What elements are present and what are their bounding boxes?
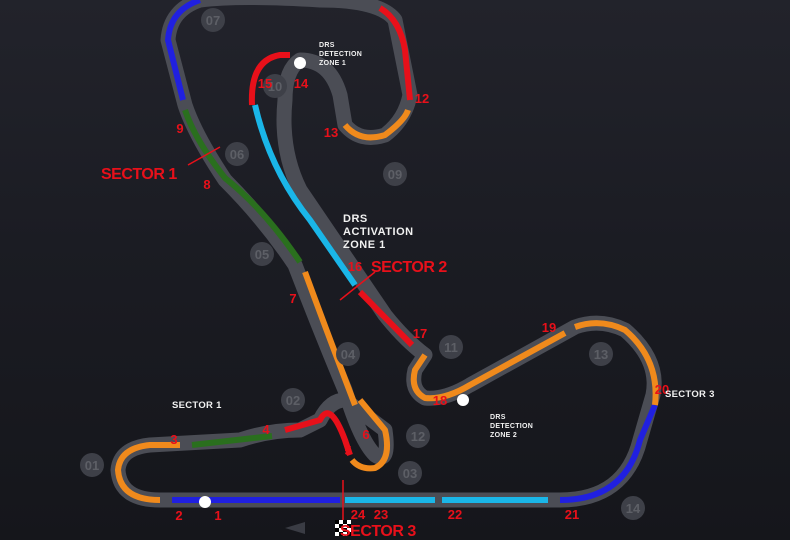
turn-7: 7 [289,291,296,306]
grey-markers: 01 02 03 04 05 06 07 09 10 11 12 13 14 [80,8,645,520]
drs-detection-dot-2 [457,394,469,406]
track-outline-main [110,0,662,508]
segment-t16-red [357,289,415,348]
track-outline [110,0,662,508]
marker-06: 06 [225,142,249,166]
segment-t4-red [284,410,353,456]
segment-t13-orange [342,108,411,141]
turn-4: 4 [262,422,270,437]
svg-text:05: 05 [255,247,269,262]
svg-text:ZONE 2: ZONE 2 [490,432,517,439]
segment-t1-orange [115,442,180,503]
marker-02: 02 [281,388,305,412]
svg-text:01: 01 [85,458,99,473]
turn-6: 6 [362,427,369,442]
svg-text:14: 14 [626,501,641,516]
marker-13: 13 [589,342,613,366]
turn-23: 23 [374,507,388,522]
direction-arrow-icon [285,522,305,534]
sector3-small-label: SECTOR 3 [665,389,715,400]
drs-detection-dot-1 [294,57,306,69]
segment-t7-orange [302,270,358,407]
turn-5: 5 [344,443,351,458]
marker-10: 10 [263,74,287,98]
segment-sector3-orange [573,320,659,406]
marker-04: 04 [336,342,360,366]
svg-text:06: 06 [230,147,244,162]
svg-text:04: 04 [341,347,356,362]
turn-labels: 1 2 3 4 5 6 7 8 9 12 13 14 15 16 17 18 1… [170,76,669,523]
turn-14: 14 [294,76,309,91]
sector3-label: SECTOR 3 [340,523,416,540]
svg-text:10: 10 [268,79,282,94]
sector2-label: SECTOR 2 [371,259,447,276]
segment-t3-green [191,433,273,448]
turn-1: 1 [214,508,221,523]
svg-text:02: 02 [286,393,300,408]
marker-07: 07 [201,8,225,32]
turn-15: 15 [258,76,272,91]
svg-text:11: 11 [444,340,458,355]
drs-detection-zone-1-label: DRS DETECTION ZONE 1 [319,42,362,67]
sector2-divider [339,271,376,301]
svg-text:DRS: DRS [490,414,506,421]
turn-18: 18 [433,393,447,408]
marker-09: 09 [383,162,407,186]
turn-20: 20 [655,382,669,397]
marker-14: 14 [621,496,645,520]
svg-text:DRS: DRS [319,42,335,49]
marker-01: 01 [80,453,104,477]
marker-05: 05 [250,242,274,266]
segment-t12-red [378,5,413,101]
segment-t5-orange [349,398,390,472]
track-segments [115,0,659,503]
svg-text:12: 12 [411,429,425,444]
turn-24: 24 [351,507,366,522]
sector1-divider [187,146,221,166]
turn-22: 22 [448,507,462,522]
marker-12: 12 [406,424,430,448]
svg-text:03: 03 [403,466,417,481]
segment-t14-red [248,52,290,106]
segment-t8-green [182,109,303,264]
turn-19: 19 [542,320,556,335]
svg-text:DRS: DRS [343,213,368,225]
start-finish-flag [335,520,351,536]
segment-drs-cyan [252,104,358,287]
svg-text:ZONE 1: ZONE 1 [343,239,386,251]
segment-sector3-blue [559,403,658,503]
svg-text:DETECTION: DETECTION [319,51,362,58]
start-dot [199,496,211,508]
marker-11: 11 [439,335,463,359]
svg-text:DETECTION: DETECTION [490,423,533,430]
svg-text:07: 07 [206,13,220,28]
drs-activation-zone-1-label: DRS ACTIVATION ZONE 1 [343,213,414,251]
turn-12: 12 [415,91,429,106]
svg-text:ZONE 1: ZONE 1 [319,60,346,67]
turn-16: 16 [348,259,362,274]
turn-3: 3 [170,432,177,447]
turn-9: 9 [176,121,183,136]
turn-2: 2 [175,508,182,523]
turn-21: 21 [565,507,579,522]
segment-19-orange [410,330,567,402]
sector1-small-label: SECTOR 1 [172,400,222,411]
marker-03: 03 [398,461,422,485]
turn-13: 13 [324,125,338,140]
sector1-label: SECTOR 1 [101,166,177,183]
segment-t9-blue [165,0,202,101]
turn-8: 8 [203,177,210,192]
svg-text:13: 13 [594,347,608,362]
turn-17: 17 [413,326,427,341]
drs-detection-zone-2-label: DRS DETECTION ZONE 2 [490,414,533,439]
svg-text:ACTIVATION: ACTIVATION [343,226,414,238]
svg-text:09: 09 [388,167,402,182]
